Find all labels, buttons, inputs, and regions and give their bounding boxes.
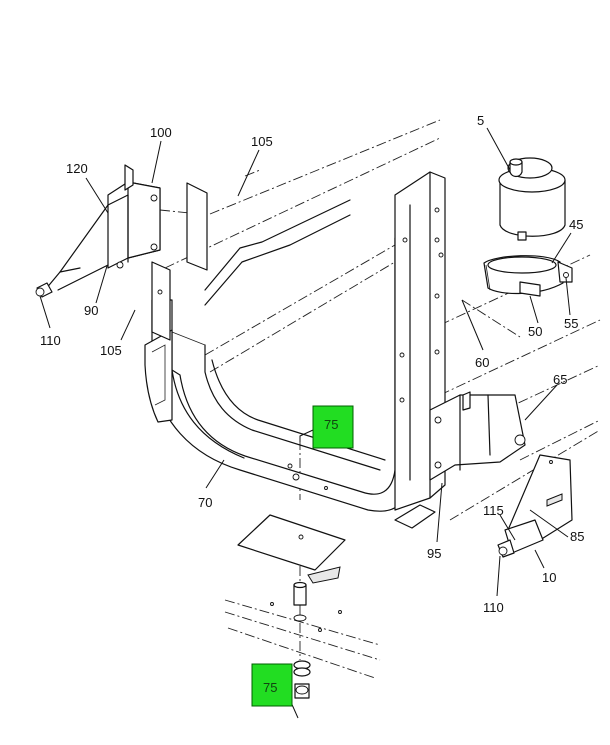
callout-45: 45 (569, 217, 583, 232)
highlight-75-upper[interactable]: 75 (312, 405, 354, 449)
reservoir-assembly (483, 157, 573, 297)
right-bracket-assembly (429, 391, 526, 481)
callout-120: 120 (66, 161, 88, 176)
callout-105-left: 105 (100, 343, 122, 358)
callout-95: 95 (427, 546, 441, 561)
highlight-75-lower-label: 75 (263, 680, 277, 695)
callout-50: 50 (528, 324, 542, 339)
callout-115: 115 (483, 503, 504, 518)
callout-100: 100 (150, 125, 172, 140)
callout-105-top: 105 (251, 134, 273, 149)
highlight-75-lower[interactable]: 75 (251, 663, 293, 707)
highlight-75-upper-label: 75 (324, 417, 338, 432)
callout-70: 70 (198, 495, 212, 510)
callout-60: 60 (475, 355, 489, 370)
callout-labels: 5 100 105 120 45 90 110 105 50 55 60 65 … (40, 113, 584, 615)
left-bracket-assembly (35, 164, 208, 341)
callout-10: 10 (542, 570, 556, 585)
callout-65: 65 (553, 372, 567, 387)
callout-110-right: 110 (483, 600, 504, 615)
callout-85: 85 (570, 529, 584, 544)
hinge-bracket-assembly (497, 454, 573, 558)
callout-55: 55 (564, 316, 578, 331)
callout-110-left: 110 (40, 333, 61, 348)
callout-5: 5 (477, 113, 484, 128)
leader-lines (39, 127, 572, 719)
fastener-stack (270, 581, 342, 699)
callout-90: 90 (84, 303, 98, 318)
